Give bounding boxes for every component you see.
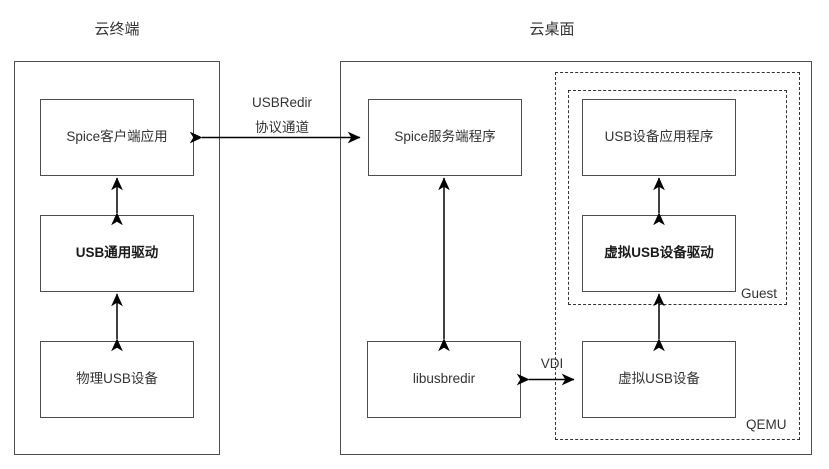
qemu-group: [555, 72, 800, 440]
guest-group: [568, 90, 787, 305]
node-virtual-usb-device: 虚拟USB设备: [582, 341, 736, 418]
client-container: [14, 61, 220, 455]
edge-label-usbredir-line2: 协议通道: [255, 120, 309, 135]
node-physical-usb-device: 物理USB设备: [40, 341, 194, 418]
node-usb-device-app: USB设备应用程序: [582, 99, 736, 176]
guest-group-label: Guest: [741, 286, 778, 301]
node-spice-client-app: Spice客户端应用: [40, 99, 194, 176]
section-title-client: 云终端: [94, 21, 140, 38]
section-title-desktop: 云桌面: [529, 21, 575, 38]
edge-label-usbredir-line1: USBRedir: [251, 95, 313, 110]
node-virtual-usb-device-driver: 虚拟USB设备驱动: [582, 215, 736, 292]
desktop-container: [340, 61, 812, 455]
qemu-group-label: QEMU: [746, 417, 787, 432]
node-usb-generic-driver: USB通用驱动: [40, 215, 194, 292]
node-libusbredir: libusbredir: [367, 341, 521, 418]
node-spice-server-program: Spice服务端程序: [368, 99, 522, 176]
edge-label-vdi: VDI: [540, 356, 564, 371]
